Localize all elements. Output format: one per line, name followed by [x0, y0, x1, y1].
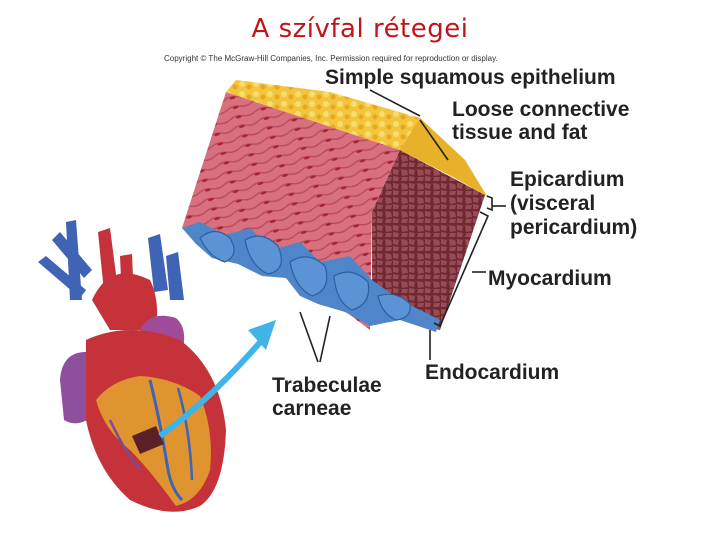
label-trabeculae-2: carneae [272, 397, 352, 420]
label-epicardium-3: pericardium) [510, 216, 638, 239]
fat-layer [226, 80, 488, 198]
label-loose-connective-2: tissue and fat [452, 121, 588, 144]
trabeculae-carneae [199, 230, 411, 321]
zoom-arrow [158, 320, 276, 439]
fat-edge [400, 118, 488, 198]
heart-illustration [38, 220, 226, 512]
copyright-notice: Copyright © The McGraw-Hill Companies, I… [164, 54, 498, 63]
label-epicardium-1: Epicardium [510, 168, 625, 191]
page-title: A szívfal rétegei [251, 14, 469, 44]
label-simple-squamous-epithelium: Simple squamous epithelium [325, 66, 616, 89]
label-endocardium: Endocardium [425, 361, 560, 384]
label-trabeculae-1: Trabeculae [272, 374, 382, 397]
label-myocardium: Myocardium [488, 267, 612, 290]
label-epicardium-2: (visceral [510, 192, 596, 215]
layer-brackets [299, 89, 506, 363]
label-loose-connective-1: Loose connective [452, 98, 630, 121]
